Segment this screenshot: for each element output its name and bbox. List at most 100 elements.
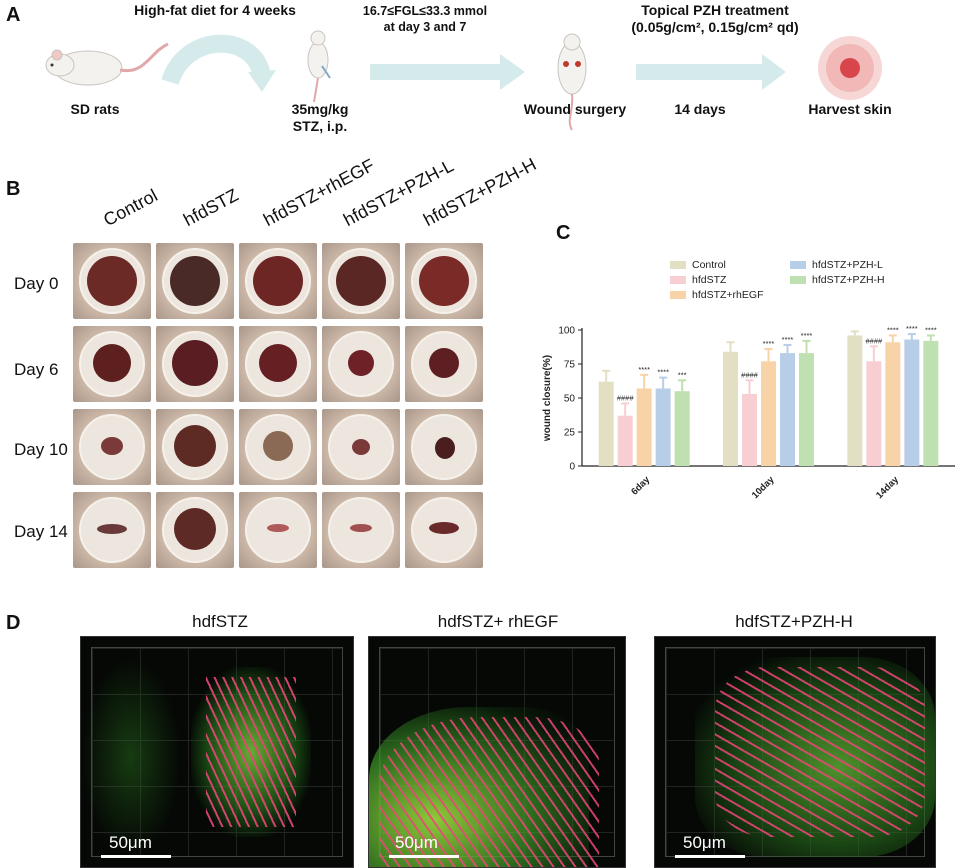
scale-label: 50μm (109, 833, 152, 852)
bar (761, 361, 776, 466)
wound-photo (73, 326, 151, 402)
significance-label: *** (678, 370, 687, 379)
arrow-bar-1 (370, 64, 505, 80)
wound-photo (322, 326, 400, 402)
bar (847, 335, 863, 466)
wound-photo (156, 326, 234, 402)
wound-photo (156, 243, 234, 319)
bar (598, 381, 614, 466)
wound-photo (405, 243, 483, 319)
harvest-label: Harvest skin (808, 101, 892, 117)
wound-photo (156, 409, 234, 485)
fgl-label-line1: 16.7≤FGL≤33.3 mmol (362, 4, 488, 18)
y-tick-label: 100 (558, 326, 575, 337)
wound-photo (239, 409, 317, 485)
significance-label: **** (801, 331, 813, 340)
microscopy-image: 50μm (654, 636, 936, 868)
panel-label-d: D (6, 612, 21, 634)
stz-label-line2: STZ, i.p. (292, 118, 348, 134)
microscopy-image: 50μm (80, 636, 354, 868)
micro-title-3: hdfSTZ+PZH-H (735, 612, 853, 631)
wound-photo (239, 492, 317, 568)
significance-label: **** (763, 339, 775, 348)
bar (799, 353, 814, 466)
legend-label: hfdSTZ+PZH-L (812, 259, 883, 271)
panel-label-b: B (6, 178, 21, 200)
legend-swatch (790, 276, 806, 284)
wound-photo (405, 326, 483, 402)
y-axis-label: wound closure(%) (542, 355, 553, 442)
wound-photo (405, 492, 483, 568)
rat-icon (45, 42, 169, 86)
workflow-graphics (45, 30, 882, 131)
days-label: 14 days (674, 101, 726, 117)
bar (780, 353, 795, 466)
arrow-bar-2 (636, 64, 766, 80)
y-tick-label: 50 (564, 394, 576, 405)
row-label-day0: Day 0 (14, 274, 59, 293)
wound-photo (405, 409, 483, 485)
wound-photo (322, 492, 400, 568)
row-label-day14: Day 14 (14, 522, 68, 541)
wound-photo (73, 243, 151, 319)
rats-label: SD rats (70, 101, 120, 117)
significance-label: #### (617, 393, 635, 402)
wound-photo (156, 492, 234, 568)
bar (636, 388, 652, 466)
legend-swatch (670, 291, 686, 299)
wound-photo (322, 409, 400, 485)
scale-label: 50μm (683, 833, 726, 852)
stz-label-line1: 35mg/kg (291, 101, 349, 117)
panel-label-a: A (6, 4, 21, 26)
panel-label-c: C (556, 222, 571, 244)
y-tick-label: 25 (564, 428, 576, 439)
treatment-label-line1: Topical PZH treatment (641, 2, 789, 18)
y-tick-label: 75 (564, 360, 576, 371)
significance-label: **** (782, 335, 794, 344)
significance-label: **** (906, 324, 918, 333)
bar (904, 339, 920, 466)
micro-title-1: hdfSTZ (192, 612, 248, 631)
skin-sample-icon (818, 36, 882, 100)
bar (885, 342, 901, 466)
legend-label: hfdSTZ+PZH-H (812, 274, 885, 286)
diet-label: High-fat diet for 4 weeks (134, 2, 296, 18)
significance-label: #### (741, 370, 759, 379)
x-tick-label: 10day (750, 474, 777, 501)
treatment-label-line2: (0.05g/cm², 0.15g/cm² qd) (631, 19, 799, 35)
scale-bar (389, 855, 459, 858)
scale-label: 50μm (395, 833, 438, 852)
wound-photo (73, 492, 151, 568)
col-header-hfdstz: hfdSTZ (180, 184, 242, 231)
bar (617, 415, 633, 466)
bar (674, 391, 690, 466)
row-label-day6: Day 6 (14, 360, 59, 379)
legend-swatch (670, 261, 686, 269)
legend-label: Control (692, 259, 726, 271)
significance-label: **** (925, 325, 937, 334)
bar (723, 351, 738, 466)
micro-title-2: hdfSTZ+ rhEGF (437, 612, 559, 631)
y-tick-label: 0 (569, 462, 575, 473)
col-header-control: Control (100, 185, 161, 231)
bar (923, 340, 939, 466)
significance-label: **** (638, 365, 650, 374)
significance-label: **** (887, 325, 899, 334)
x-tick-label: 6day (629, 474, 653, 498)
legend-label: hfdSTZ (692, 274, 727, 286)
legend-swatch (670, 276, 686, 284)
scale-bar (101, 855, 171, 858)
bar (866, 361, 882, 466)
bar (742, 393, 757, 466)
wound-closure-chart: ControlhfdSTZhfdSTZ+rhEGFhfdSTZ+PZH-Lhfd… (542, 259, 955, 501)
surgery-label: Wound surgery (523, 101, 627, 117)
significance-label: #### (865, 336, 883, 345)
wounded-rat-icon (557, 33, 587, 131)
wound-photo (239, 243, 317, 319)
significance-label: **** (657, 368, 669, 377)
wound-photo (73, 409, 151, 485)
microscopy-image: 50μm (368, 636, 626, 868)
scale-bar (675, 855, 745, 858)
bar (655, 388, 671, 466)
